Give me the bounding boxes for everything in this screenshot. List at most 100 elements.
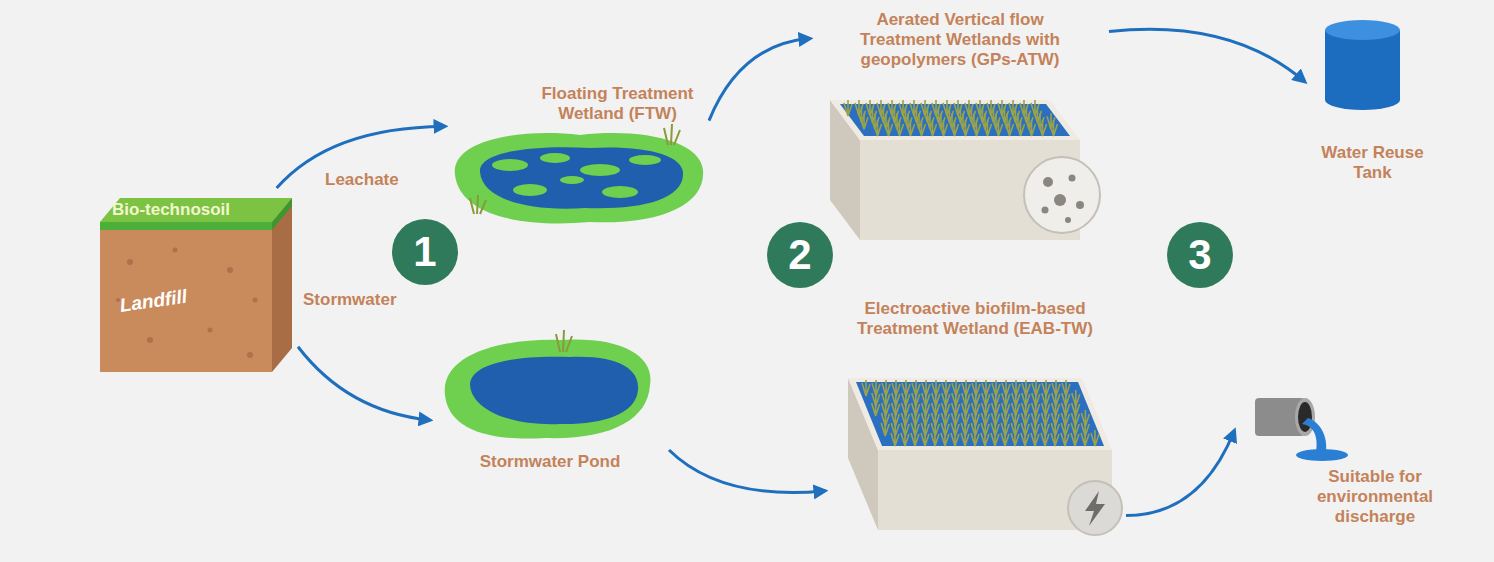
node-heading: Suitable for environmental discharge [1300,467,1450,527]
discharge-pipe [1295,398,1315,436]
reed-texture [874,120,882,136]
discharge-pipe [1302,418,1326,452]
reed-texture [1081,430,1089,446]
stormwater-pond [470,357,638,424]
electroactive-wetland: Electroactive biofilm-based Treatment We… [830,295,1120,540]
landfill-cube [100,198,292,372]
water-tank [1325,20,1400,40]
reed-texture [911,430,919,446]
reed-texture [1028,120,1036,136]
aerated-wetland-box [1065,217,1071,223]
reed-texture [860,113,868,129]
reed-texture [929,120,937,136]
reed-texture [940,120,948,136]
landfill-cube [100,222,272,230]
floating-wetland-pond [560,176,584,184]
node-heading: Electroactive biofilm-based Treatment We… [852,299,1098,339]
reed-texture [907,120,915,136]
aerated-wetland-box [1024,157,1100,233]
aerated-wetland-box [1076,201,1084,209]
reed-texture [951,430,959,446]
aerated-wetland: Aerated Vertical flow Treatment Wetlands… [815,8,1105,243]
discharge-pipe [1255,398,1348,461]
node-heading: Water Reuse Tank [1315,143,1430,183]
reed-texture [971,430,979,446]
reed-texture [872,400,880,416]
landfill-cube [208,328,213,333]
floating-wetland-pond [513,184,547,196]
floating-wetland-pond [664,124,680,145]
floating-wetland-pond [470,124,680,214]
reed-texture [885,120,893,136]
step-circle: 2 [767,222,833,288]
electroactive-wetland-box [1085,491,1105,526]
node-heading: Floating Treatment Wetland (FTW) [535,84,700,124]
landfill-cube [272,198,292,230]
callout-number: 2 [788,232,811,278]
step-circle: 1 [392,219,458,285]
aerated-wetland-box [1054,194,1066,206]
flow-arrow [709,39,809,121]
stormwater-pond [445,339,651,438]
node-heading: Aerated Vertical flow Treatment Wetlands… [850,10,1070,70]
aerated-wetland-box [830,100,1080,140]
floating-wetland-pond [492,159,528,171]
floating-wetland-pond [455,124,703,223]
floating-wetland-pond [540,153,570,163]
reed-texture [1001,430,1009,446]
floating-wetland-pond [480,147,683,208]
reed-texture [931,430,939,446]
callout-number: 3 [1188,232,1211,278]
landfill-cube [100,198,292,222]
reed-texture [981,430,989,446]
water-tank [1325,30,1400,100]
soil-label: Bio-technosoil [112,200,282,220]
water-tank: Water Reuse Tank [1310,18,1440,198]
aerated-wetland-box [1069,175,1076,182]
landfill-block: Bio-technosoilLandfill [100,198,292,373]
reed-texture [881,420,889,436]
stormwater-pond [445,330,651,439]
reed-texture [901,430,909,446]
electroactive-wetland-box [848,378,1122,535]
landfill-cube [100,222,272,372]
flow-arrow [298,347,429,420]
electroactive-wetland-box [1068,481,1122,535]
landfill-cube [253,298,258,303]
reed-texture [1091,430,1099,446]
reed-texture [991,430,999,446]
reed-texture [862,380,1099,446]
reed-texture [891,430,899,446]
stormwater-pond [556,330,572,352]
floating-wetland-pond [580,164,620,176]
callout-number: 1 [413,229,436,275]
reed-texture [961,430,969,446]
reed-texture [844,100,852,116]
discharge-pipe [1298,402,1312,432]
flow-arrow [669,450,824,493]
landfill-cube [272,198,292,372]
floating-wetland-pond [470,195,486,214]
reed-texture [941,430,949,446]
reed-texture [1017,120,1025,136]
reed-texture [1006,120,1014,136]
reed-texture [1031,430,1039,446]
step-circle: 3 [1167,222,1233,288]
reed-texture [921,430,929,446]
reed-texture [1039,120,1047,136]
water-tank [1325,90,1400,110]
flow-arrow [1109,29,1304,81]
reed-texture [1051,430,1059,446]
reed-texture [962,120,970,136]
aerated-wetland-box [1043,177,1053,187]
aerated-wetland-box [1042,207,1049,214]
edge-label: Stormwater [300,290,400,310]
reed-texture [896,120,904,136]
landfill-cube [247,352,253,358]
landfill-cube [227,267,233,273]
floating-wetland-pond [455,133,703,223]
reed-texture [1041,430,1049,446]
